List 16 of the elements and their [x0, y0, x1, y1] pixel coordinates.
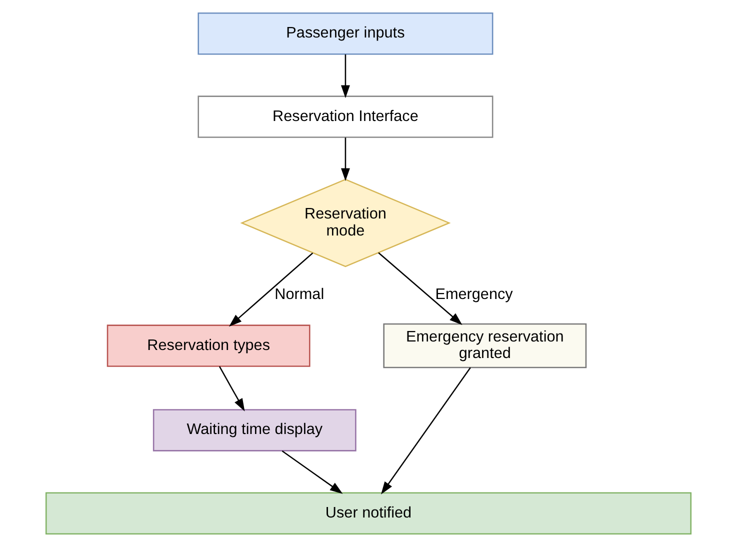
arrow: [381, 367, 471, 494]
node-diamond: Reservation mode: [240, 178, 451, 268]
arrow: [282, 450, 343, 494]
edge-label: Emergency: [435, 286, 513, 304]
node-box: Reservation types: [106, 324, 310, 367]
edge-label: Normal: [274, 286, 324, 304]
node-box: Passenger inputs: [198, 12, 494, 55]
node-box: Reservation Interface: [198, 96, 494, 138]
arrow: [340, 54, 350, 98]
node-box: User notified: [45, 492, 692, 534]
arrow: [228, 252, 314, 327]
arrow: [378, 252, 462, 325]
arrow: [340, 138, 350, 182]
arrow: [218, 366, 245, 412]
node-box: Waiting time display: [152, 409, 356, 452]
node-box: Emergency reservation granted: [383, 323, 587, 368]
